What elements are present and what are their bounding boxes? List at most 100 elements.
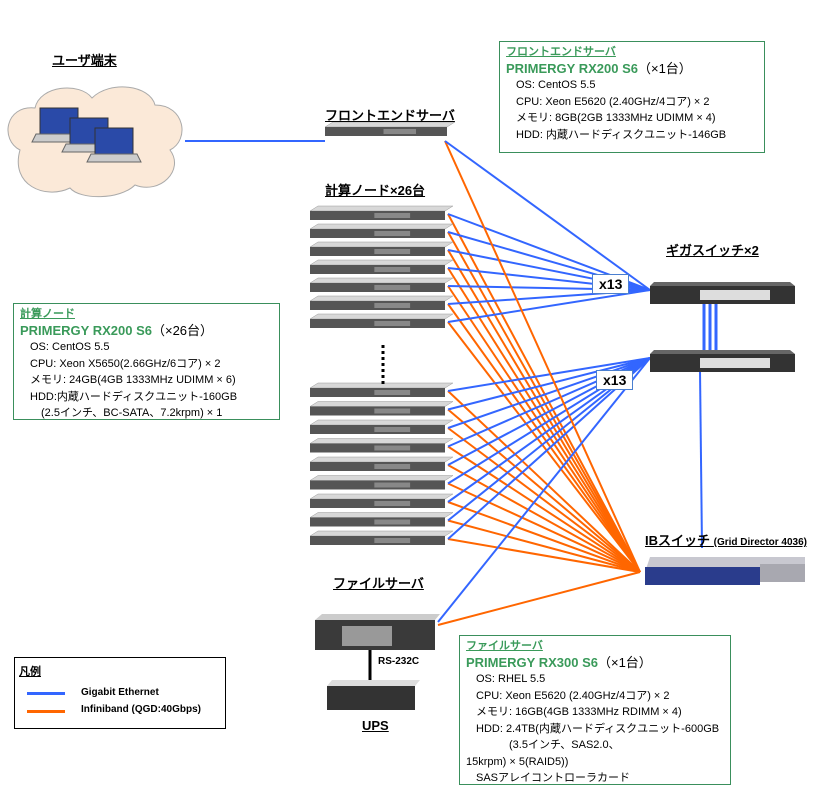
server-top [309, 530, 454, 537]
spec-line: CPU: Xeon X5650(2.66GHz/6コア) × 2 [30, 357, 221, 370]
infiniband-link [447, 231, 641, 573]
users-label: ユーザ端末 [52, 53, 117, 68]
compute-node [309, 530, 454, 545]
server-top [309, 493, 454, 500]
laptop-base [86, 153, 142, 163]
server-top [309, 456, 454, 463]
compute-node [309, 295, 454, 310]
gigaswitch-label: ギガスイッチ×2 [666, 243, 759, 258]
drive-bays [374, 267, 411, 272]
spec-line: CPU: Xeon E5620 (2.40GHz/4コア) × 2 [516, 95, 710, 108]
ups-top [327, 680, 420, 686]
server-top [309, 241, 454, 248]
ibswitch-label: IBスイッチ (Grid Director 4036) [645, 530, 807, 549]
laptop-icon [86, 127, 142, 163]
infiniband-link [437, 571, 641, 626]
drive-bays [374, 321, 411, 326]
gigabit-switch [650, 350, 795, 372]
ethernet-link [447, 357, 651, 392]
drive-bays [374, 231, 411, 236]
compute-node [309, 512, 454, 527]
server-top [309, 295, 454, 302]
gigabit-switch [650, 282, 795, 304]
drive-bays [374, 390, 411, 395]
drive-bays [374, 285, 411, 290]
drive-bays [374, 482, 411, 488]
ethernet-link [437, 357, 651, 623]
ibswitch-model: (Grid Director 4036) [713, 537, 808, 548]
spec-heading: 計算ノード [20, 308, 75, 320]
server-top [309, 419, 454, 426]
unit-count: （×1台） [637, 60, 692, 76]
infiniband-link [447, 445, 641, 573]
spec-line: HDD: 内蔵ハードディスクユニット-146GB [516, 128, 727, 141]
infiniband-link [447, 519, 641, 573]
infiniband-link [447, 501, 641, 573]
drive-bays [374, 464, 411, 469]
spec-line: (2.5インチ、BC-SATA、7.2krpm) × 1 [30, 407, 223, 419]
ethernet-link [447, 357, 651, 429]
infiniband-link [447, 427, 641, 573]
server-top [309, 438, 454, 444]
x13-bottom-badge: x13 [596, 370, 634, 390]
fileserver-bays [342, 626, 392, 646]
spec-line: (3.5インチ、SAS2.0、 [476, 739, 620, 751]
ethernet-link [699, 369, 703, 549]
server-top [309, 475, 454, 481]
server-top [309, 401, 454, 407]
drive-bays [374, 408, 411, 414]
ethernet-link [444, 140, 651, 291]
spec-line: OS: CentOS 5.5 [30, 341, 110, 353]
ups-front [327, 686, 415, 710]
compute-spec-box: 計算ノード PRIMERGY RX200 S6（×26台） OS: CentOS… [13, 303, 280, 420]
spec-line: HDD: 2.4TB(内蔵ハードディスクユニット-600GB [476, 722, 720, 735]
compute-node [309, 277, 454, 292]
server-top [309, 313, 454, 320]
fileserver-spec-box: ファイルサーバ PRIMERGY RX300 S6（×1台） OS: RHEL … [459, 635, 731, 785]
spec-line: HDD:内蔵ハードディスクユニット-160GB [30, 390, 238, 403]
spec-line: OS: RHEL 5.5 [476, 673, 546, 685]
spec-model: PRIMERGY RX200 S6（×26台） [20, 323, 273, 340]
compute-node [309, 205, 454, 220]
infiniband-link [447, 321, 641, 573]
infiniband-link [447, 464, 641, 573]
ups [327, 680, 420, 710]
laptop-screen [94, 127, 134, 155]
compute-node [309, 493, 454, 508]
model-name: PRIMERGY RX200 S6 [506, 60, 638, 76]
ups-label: UPS [362, 718, 389, 733]
legend-item-ethernet: Gigabit Ethernet [81, 687, 159, 698]
switch-top [650, 282, 795, 286]
spec-model: PRIMERGY RX300 S6（×1台） [466, 655, 724, 672]
compute-node [309, 223, 454, 238]
switch-ports [700, 358, 770, 368]
spec-line: メモリ: 8GB(2GB 1333MHz UDIMM × 4) [516, 112, 716, 124]
spec-line: メモリ: 16GB(4GB 1333MHz RDIMM × 4) [476, 706, 682, 718]
spec-model: PRIMERGY RX200 S6（×1台） [506, 61, 758, 78]
x13-top-badge: x13 [592, 274, 630, 294]
fileserver-top [315, 614, 440, 620]
server-top [309, 512, 454, 518]
spec-line: メモリ: 24GB(4GB 1333MHz UDIMM × 6) [30, 374, 236, 386]
frontend-server [324, 121, 456, 136]
rs232c-label: RS-232C [378, 656, 420, 667]
drive-bays [374, 249, 411, 254]
drive-bays [374, 303, 411, 308]
ethernet-link [447, 357, 651, 411]
server-top [309, 223, 454, 230]
infiniband-link [447, 213, 641, 573]
drive-bays [374, 538, 411, 543]
infiniband-link [447, 249, 641, 573]
server-top [309, 259, 454, 266]
unit-count: （×1台） [597, 654, 652, 670]
compute-node [309, 438, 454, 453]
user-cloud [7, 86, 183, 198]
drive-bays [383, 129, 416, 134]
frontend-spec-box: フロントエンドサーバ PRIMERGY RX200 S6（×1台） OS: Ce… [499, 41, 765, 153]
model-name: PRIMERGY RX300 S6 [466, 654, 598, 670]
infiniband-switch [645, 557, 805, 585]
spec-heading: ファイルサーバ [466, 640, 543, 652]
compute-node [309, 456, 454, 471]
ib-front [645, 567, 760, 585]
